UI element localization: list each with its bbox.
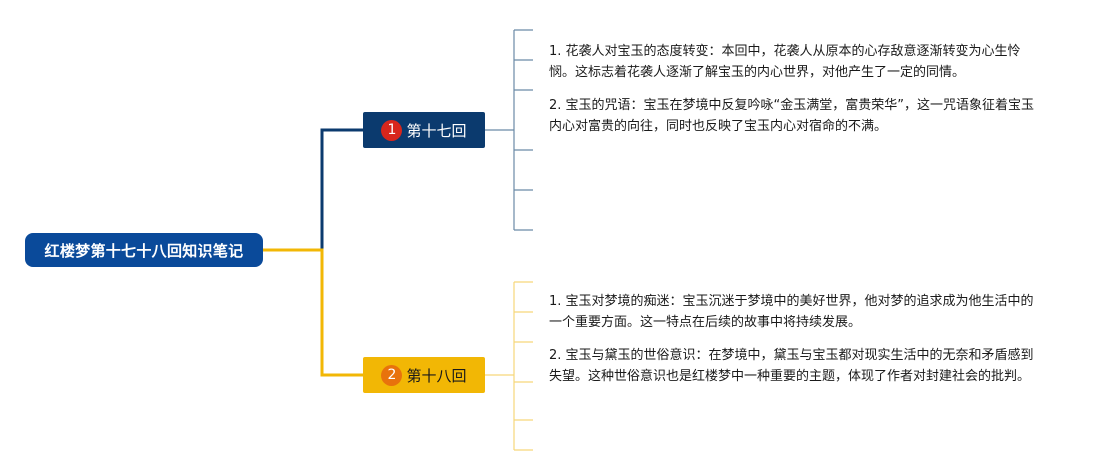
root-node[interactable]: 红楼梦第十七十八回知识笔记 <box>25 233 263 267</box>
note-item: 1. 宝玉对梦境的痴迷：宝玉沉迷于梦境中的美好世界，他对梦的追求成为他生活中的一… <box>549 294 1034 330</box>
number-badge-1: 1 <box>381 119 403 141</box>
branch-label: 第十八回 <box>406 366 467 385</box>
branch-node-18[interactable]: 2 第十八回 <box>363 357 485 393</box>
branch2-leaf-bracket <box>485 281 533 451</box>
note-item: 2. 宝玉与黛玉的世俗意识：在梦境中，黛玉与宝玉都对现实生活中的无奈和矛盾感到失… <box>549 348 1034 384</box>
note-item: 1. 花袭人对宝玉的态度转变：本回中，花袭人从原本的心存敌意逐渐转变为心生怜悯。… <box>549 44 1021 80</box>
branch-label: 第十七回 <box>406 121 467 140</box>
branch1-leaf-bracket <box>485 29 533 231</box>
notes-block-17: 1. 花袭人对宝玉的态度转变：本回中，花袭人从原本的心存敌意逐渐转变为心生怜悯。… <box>549 41 1041 149</box>
number-badge-2: 2 <box>381 364 403 386</box>
note-item: 2. 宝玉的咒语：宝玉在梦境中反复吟咏“金玉满堂，富贵荣华”，这一咒语象征着宝玉… <box>549 98 1035 134</box>
notes-block-18: 1. 宝玉对梦境的痴迷：宝玉沉迷于梦境中的美好世界，他对梦的追求成为他生活中的一… <box>549 291 1041 399</box>
branch-node-17[interactable]: 1 第十七回 <box>363 112 485 148</box>
root-to-branch2-line <box>263 248 363 377</box>
root-to-branch1-line <box>263 128 363 252</box>
